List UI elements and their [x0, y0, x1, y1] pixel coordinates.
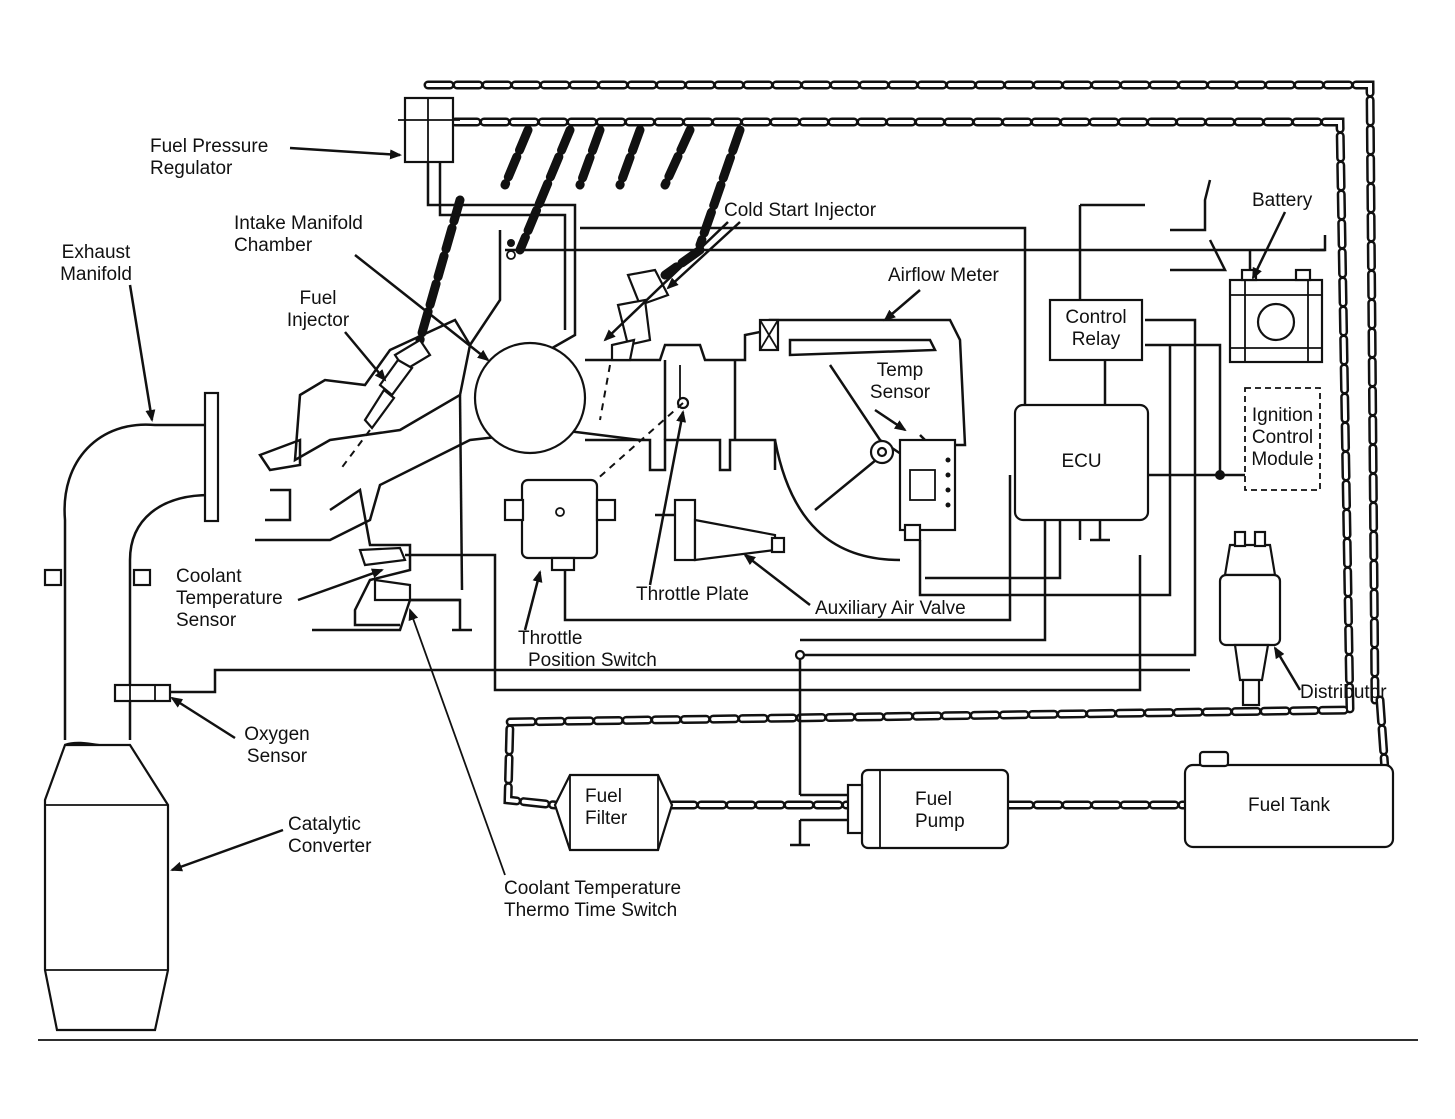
distributor-body — [1218, 530, 1282, 707]
label-airflow-meter: Airflow Meter — [888, 265, 999, 286]
throttle-body-duct — [585, 318, 967, 447]
ecu-box — [1013, 403, 1150, 522]
fuel-filter-body — [553, 773, 674, 852]
leader-arrows — [128, 146, 1302, 876]
cold-start-injector-body — [599, 268, 670, 421]
airflow-meter-body — [758, 318, 957, 562]
throttle-position-switch-body — [503, 475, 1012, 622]
label-auxiliary-air-valve: Auxiliary Air Valve — [815, 598, 966, 619]
auxiliary-air-valve-body — [655, 498, 786, 562]
fuel-injector-body — [339, 338, 432, 471]
exhaust-system — [43, 391, 1190, 1032]
label-ecu: ECU — [1061, 451, 1102, 472]
label-fuel-tank: Fuel Tank — [1247, 795, 1331, 816]
label-cold-start-injector: Cold Start Injector — [724, 200, 877, 221]
label-battery: Battery — [1252, 190, 1313, 211]
control-relay-box — [1048, 298, 1144, 362]
fuel-pressure-regulator-body — [398, 96, 577, 357]
ignition-control-module-box — [1244, 387, 1321, 491]
label-throttle-plate: Throttle Plate — [636, 584, 749, 605]
wiring — [580, 179, 1327, 847]
intake-manifold-chamber-circle — [473, 341, 587, 455]
fuel-pump-body — [846, 768, 1010, 850]
label-distributor: Distributor — [1300, 682, 1387, 703]
fuel-tank-body — [1183, 750, 1395, 849]
coolant-sensors — [358, 546, 1142, 692]
fuel-lines — [415, 80, 1390, 810]
battery-body — [1228, 268, 1324, 364]
engine-block — [255, 230, 641, 632]
